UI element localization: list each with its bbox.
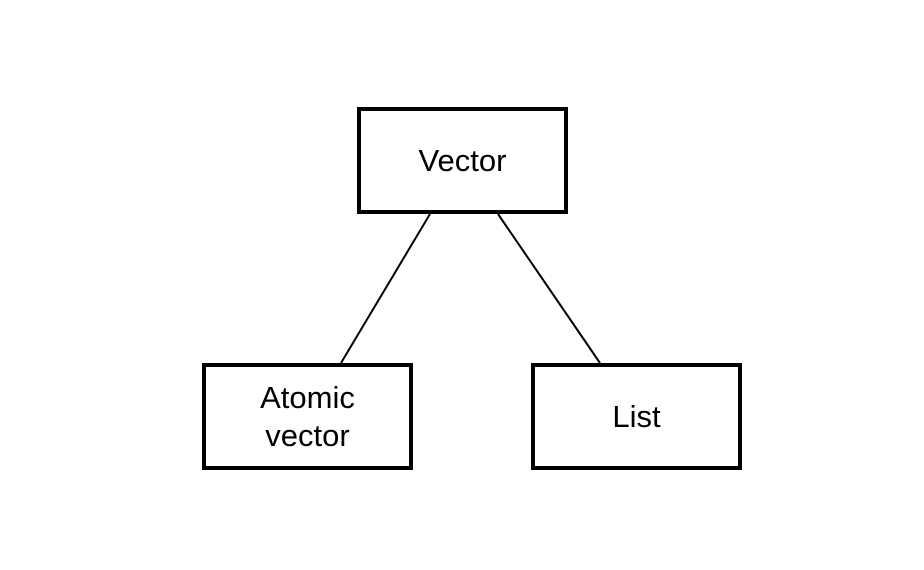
- node-atomic-vector-label-line1: Atomic: [260, 379, 355, 415]
- node-list: List: [531, 363, 742, 470]
- node-atomic-vector-label-line2: vector: [265, 417, 350, 453]
- node-atomic-vector-label: Atomic vector: [260, 379, 355, 455]
- node-vector-label: Vector: [418, 142, 507, 178]
- edge-vector-to-list: [497, 213, 601, 364]
- node-atomic-vector: Atomic vector: [202, 363, 413, 470]
- node-list-label: List: [612, 398, 661, 434]
- edge-vector-to-atomic-vector: [340, 213, 431, 364]
- node-vector: Vector: [357, 107, 568, 214]
